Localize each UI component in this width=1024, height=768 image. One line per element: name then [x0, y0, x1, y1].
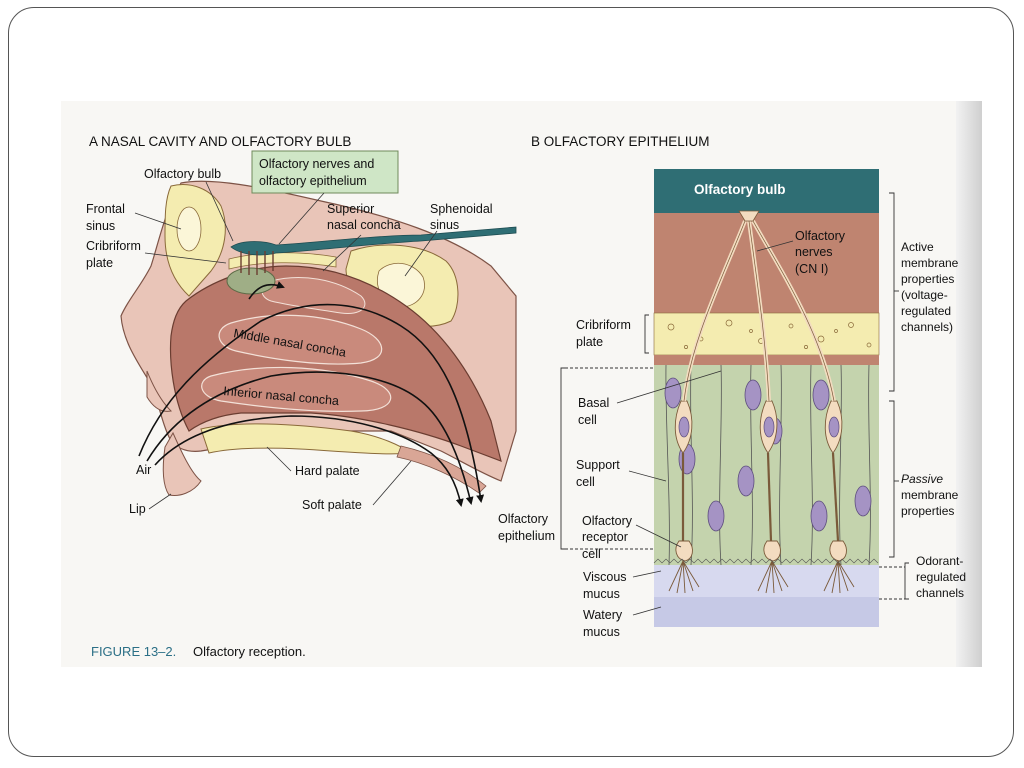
frontal-sinus-cavity [176, 206, 202, 252]
label-active-5: regulated [901, 304, 951, 318]
label-frontal-sinus-1: Frontal [86, 202, 125, 216]
olfactory-nerves-box-line1: Olfactory nerves and [259, 157, 374, 171]
olfactory-nerves-box [251, 150, 399, 194]
label-sphenoidal-sinus-2: sinus [430, 218, 459, 232]
receptor-cilia [668, 560, 855, 594]
olfactory-bulb-b [654, 169, 879, 213]
label-receptor-cell-2: receptor [582, 530, 628, 544]
scan-page-edge [956, 101, 982, 667]
label-odorant-3: channels [916, 586, 964, 600]
label-superior-concha-1: Superior [327, 202, 374, 216]
label-viscous-mucus-2: mucus [583, 587, 620, 601]
label-receptor-cell-1: Olfactory [582, 514, 633, 528]
label-cribriform-a-2: plate [86, 256, 113, 270]
panel-a-leader-lines [134, 181, 438, 510]
olfactory-epithelium-patch [226, 267, 276, 295]
label-olfactory-nerves-2: nerves [795, 245, 833, 259]
label-olfactory-nerves-3: (CN I) [795, 262, 828, 276]
label-passive-2: membrane [901, 488, 959, 502]
label-frontal-sinus-2: sinus [86, 219, 115, 233]
panel-a-title: A NASAL CAVITY AND OLFACTORY BULB [89, 134, 351, 149]
label-active-2: membrane [901, 256, 959, 270]
label-watery-mucus-1: Watery [583, 608, 623, 622]
figure: A NASAL CAVITY AND OLFACTORY BULB [61, 101, 982, 667]
panel-b: B OLFACTORY EPITHELIUM Olfactory bulb [498, 134, 966, 639]
olfactory-bulb-a [230, 226, 517, 256]
label-support-cell-1: Support [576, 458, 620, 472]
panel-a: A NASAL CAVITY AND OLFACTORY BULB [86, 134, 517, 516]
label-cribriform-a-1: Cribriform [86, 239, 141, 253]
label-active-3: properties [901, 272, 954, 286]
label-lip: Lip [129, 502, 146, 516]
label-passive-3: properties [901, 504, 954, 518]
label-odorant-2: regulated [916, 570, 966, 584]
label-olfactory-epithelium-1: Olfactory [498, 512, 549, 526]
caption-text: Olfactory reception. [193, 644, 306, 659]
label-passive-1: Passive [901, 472, 943, 486]
label-active-4: (voltage- [901, 288, 948, 302]
label-superior-concha-2: nasal concha [327, 218, 401, 232]
label-soft-palate: Soft palate [302, 498, 362, 512]
middle-concha [218, 314, 383, 365]
label-basal-cell-1: Basal [578, 396, 609, 410]
panel-b-brackets [560, 192, 909, 600]
nose-tip [146, 370, 173, 412]
label-basal-cell-2: cell [578, 413, 597, 427]
label-olfactory-bulb-a: Olfactory bulb [144, 167, 221, 181]
label-olfactory-epithelium-2: epithelium [498, 529, 555, 543]
glomerulus [738, 210, 760, 222]
label-olfactory-bulb-b: Olfactory bulb [694, 182, 786, 197]
airflow-arrows [138, 281, 485, 507]
panel-b-title: B OLFACTORY EPITHELIUM [531, 134, 710, 149]
cribriform-speckles [667, 319, 872, 349]
watery-mucus-layer [654, 597, 879, 627]
caption-label: FIGURE 13–2. [91, 644, 176, 659]
axons-cn-i-outline [683, 220, 835, 402]
olfactory-nerves-box-line2: olfactory epithelium [259, 174, 367, 188]
label-watery-mucus-2: mucus [583, 625, 620, 639]
panel-b-leader-lines [616, 240, 794, 616]
label-viscous-mucus-1: Viscous [583, 570, 627, 584]
label-active-6: channels) [901, 320, 953, 334]
label-active-1: Active [901, 240, 934, 254]
inferior-concha [201, 366, 392, 412]
label-cribriform-b-1: Cribriform [576, 318, 631, 332]
olfactory-nerve-fibers [240, 251, 274, 275]
label-air: Air [136, 463, 151, 477]
figure-caption: FIGURE 13–2. Olfactory reception. [91, 644, 306, 659]
label-receptor-cell-3: cell [582, 547, 601, 561]
label-cribriform-b-2: plate [576, 335, 603, 349]
label-hard-palate: Hard palate [295, 464, 360, 478]
receptor-dendrites [681, 452, 840, 542]
label-sphenoidal-sinus-1: Sphenoidal [430, 202, 493, 216]
mucus-surface-fringe [653, 558, 879, 564]
label-olfactory-nerves-1: Olfactory [795, 229, 846, 243]
receptor-nuclei [678, 416, 840, 438]
label-support-cell-2: cell [576, 475, 595, 489]
label-odorant-1: Odorant- [916, 554, 963, 568]
nerve-layer [654, 213, 879, 313]
